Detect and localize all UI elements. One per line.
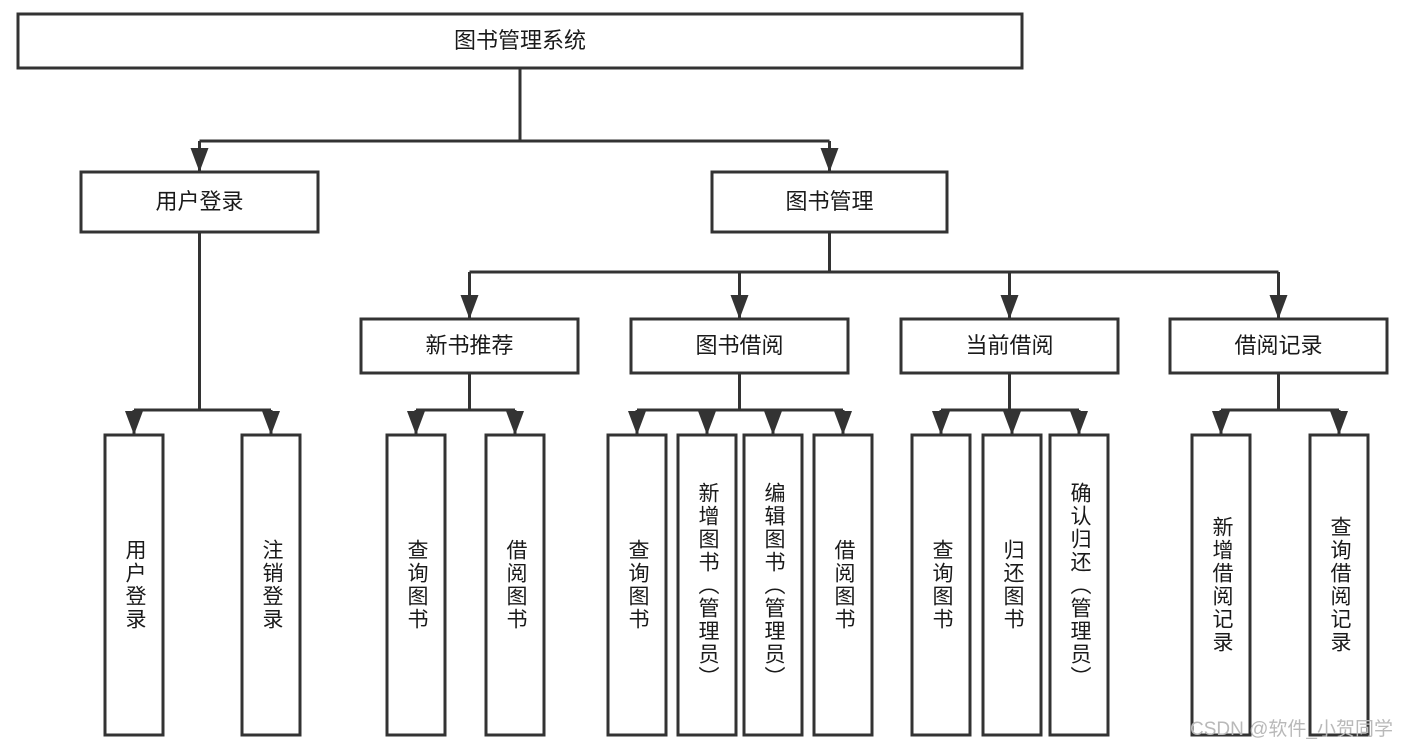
arrow-head-icon xyxy=(407,411,425,435)
arrow-head-icon xyxy=(932,411,950,435)
connector-lines xyxy=(125,68,1348,435)
leaf-box[interactable] xyxy=(676,433,738,737)
node-user-login[interactable]: 用户登录 xyxy=(79,170,320,234)
level2-box[interactable] xyxy=(710,170,949,234)
arrow-head-icon xyxy=(1269,295,1288,319)
root-box[interactable] xyxy=(16,12,1024,70)
arrow-head-icon xyxy=(1330,411,1348,435)
leaf-box[interactable] xyxy=(742,433,804,737)
level3-box[interactable] xyxy=(629,317,850,375)
arrow-head-icon xyxy=(1212,411,1230,435)
leaf-box[interactable] xyxy=(1048,433,1110,737)
arrow-head-icon xyxy=(698,411,716,435)
arrow-head-icon xyxy=(506,411,524,435)
node-current-borrow[interactable]: 当前借阅 xyxy=(899,317,1120,375)
level3-label: 图书借阅 xyxy=(695,333,783,358)
arrow-head-icon xyxy=(460,295,479,319)
node-root[interactable]: 图书管理系统 xyxy=(16,12,1024,70)
arrow-head-icon xyxy=(125,411,143,435)
node-borrow-record[interactable]: 借阅记录 xyxy=(1168,317,1389,375)
node-leaf-user-login[interactable] xyxy=(103,433,165,737)
node-leaf-query-book-2[interactable] xyxy=(606,433,668,737)
node-leaf-query-book-1[interactable] xyxy=(385,433,447,737)
node-book-manage[interactable]: 图书管理 xyxy=(710,170,949,234)
leaf-box[interactable] xyxy=(1308,433,1370,737)
level3-box[interactable] xyxy=(359,317,580,375)
node-leaf-return-book[interactable] xyxy=(981,433,1043,737)
leaf-box[interactable] xyxy=(103,433,165,737)
arrow-head-icon xyxy=(1000,295,1019,319)
arrow-head-icon xyxy=(1003,411,1021,435)
node-leaf-edit-book[interactable] xyxy=(742,433,804,737)
node-leaf-logout[interactable] xyxy=(240,433,302,737)
node-new-book-rec[interactable]: 新书推荐 xyxy=(359,317,580,375)
arrow-head-icon xyxy=(628,411,646,435)
level3-box[interactable] xyxy=(899,317,1120,375)
arrow-head-icon xyxy=(834,411,852,435)
level3-label: 借阅记录 xyxy=(1234,333,1322,358)
leaf-box[interactable] xyxy=(981,433,1043,737)
level3-label: 新书推荐 xyxy=(425,333,513,358)
node-leaf-add-book[interactable] xyxy=(676,433,738,737)
level3-box[interactable] xyxy=(1168,317,1389,375)
arrow-head-icon xyxy=(764,411,782,435)
leaf-box[interactable] xyxy=(484,433,546,737)
level2-label: 图书管理 xyxy=(785,189,873,214)
node-leaf-borrow-book-2[interactable] xyxy=(812,433,874,737)
arrow-head-icon xyxy=(820,148,839,172)
arrow-head-icon xyxy=(1070,411,1088,435)
leaf-box[interactable] xyxy=(240,433,302,737)
node-leaf-add-record[interactable] xyxy=(1190,433,1252,737)
node-leaf-confirm-return[interactable] xyxy=(1048,433,1110,737)
leaf-box[interactable] xyxy=(1190,433,1252,737)
arrow-head-icon xyxy=(730,295,749,319)
csdn-watermark: CSDN @软件_小贺同学 xyxy=(1190,719,1393,740)
arrow-head-icon xyxy=(262,411,280,435)
leaf-box[interactable] xyxy=(385,433,447,737)
leaf-box[interactable] xyxy=(910,433,972,737)
leaf-box[interactable] xyxy=(606,433,668,737)
node-leaf-query-book-3[interactable] xyxy=(910,433,972,737)
level2-label: 用户登录 xyxy=(155,189,243,214)
leaf-box[interactable] xyxy=(812,433,874,737)
node-leaf-borrow-book-1[interactable] xyxy=(484,433,546,737)
level2-box[interactable] xyxy=(79,170,320,234)
arrow-head-icon xyxy=(190,148,209,172)
level3-label: 当前借阅 xyxy=(965,333,1053,358)
node-leaf-query-record[interactable] xyxy=(1308,433,1370,737)
node-book-borrow[interactable]: 图书借阅 xyxy=(629,317,850,375)
root-label: 图书管理系统 xyxy=(454,28,586,53)
